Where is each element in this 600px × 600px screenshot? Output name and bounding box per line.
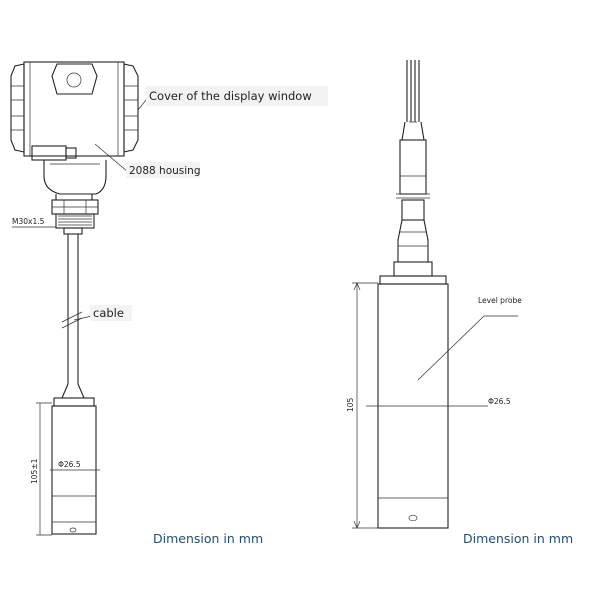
right-caption: Dimension in mm: [463, 531, 573, 546]
transmitter-housing: [10, 61, 139, 201]
left-caption: Dimension in mm: [153, 531, 263, 546]
right-diameter-label: Φ26.5: [488, 397, 511, 406]
display-cover-label: Cover of the display window: [149, 89, 312, 103]
right-level-probe: [366, 283, 518, 529]
left-diameter-label: Φ26.5: [58, 460, 81, 469]
right-length-dimension: [352, 282, 378, 529]
left-level-probe: [36, 397, 100, 536]
left-drawing: [10, 61, 149, 536]
cable-upper: [399, 121, 427, 195]
right-drawing: [352, 60, 518, 529]
cable-wires: [406, 60, 420, 123]
probe-label: Level probe: [478, 296, 522, 305]
cable-label: cable: [93, 306, 124, 320]
left-callout-housing: 2088 housing: [126, 162, 201, 178]
strain-relief: [379, 199, 447, 285]
left-callout-display-cover: Cover of the display window: [146, 86, 328, 106]
thread-spec-label: M30x1.5: [12, 217, 45, 226]
right-length-label: 105: [346, 397, 355, 412]
left-callout-cable: cable: [90, 305, 132, 321]
housing-label: 2088 housing: [129, 165, 201, 177]
process-connection: [12, 199, 99, 235]
cable: [61, 234, 85, 399]
left-length-label: 105±1: [30, 458, 39, 484]
